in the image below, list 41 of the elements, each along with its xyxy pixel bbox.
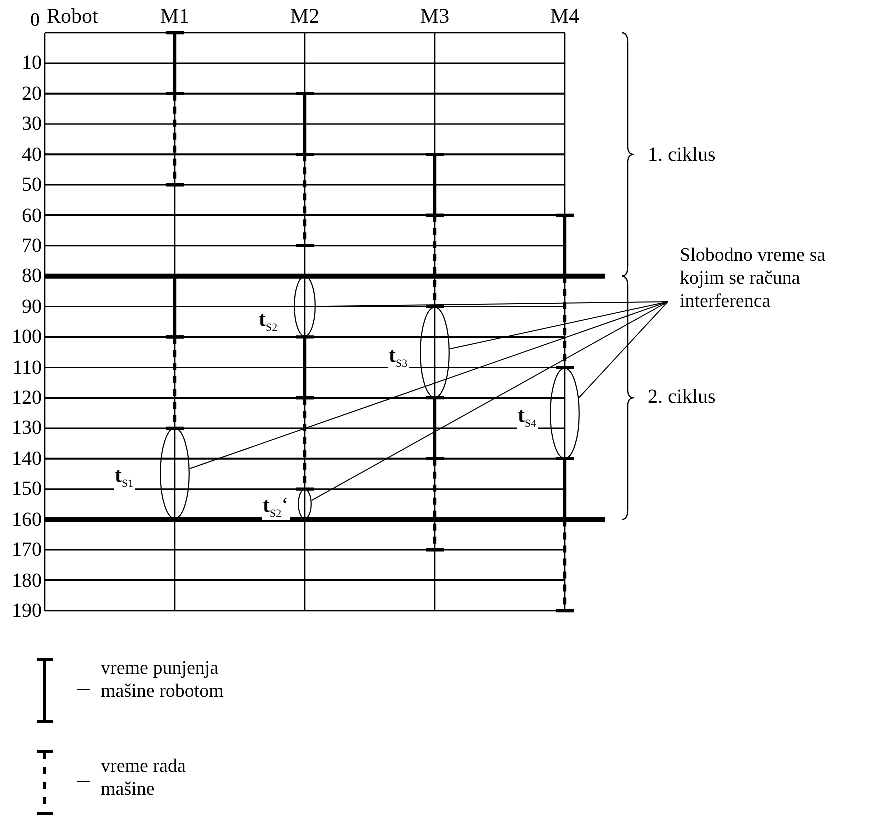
- leader-line: [311, 302, 668, 502]
- leader-line: [578, 302, 668, 398]
- time-tick-label: 180: [12, 570, 42, 591]
- time-tick-label: 130: [12, 418, 42, 438]
- time-tick-label: 70: [22, 236, 42, 256]
- free-time-ellipse: [420, 306, 450, 398]
- leader-line: [449, 302, 668, 350]
- time-tick-label: 160: [12, 510, 42, 530]
- callout-text: Slobodno vreme sa kojim se računa interferenca: [680, 245, 827, 314]
- time-tick-label: 30: [22, 114, 42, 134]
- free-time-ellipse: [550, 368, 580, 459]
- time-tick-label: 170: [12, 540, 42, 560]
- free-time-ellipse: [294, 276, 316, 338]
- leader-line: [189, 302, 668, 470]
- time-tick-label: 90: [22, 296, 42, 317]
- time-tick-label: 50: [22, 175, 42, 196]
- time-tick-label: 150: [12, 479, 42, 500]
- leader-line: [316, 302, 668, 308]
- time-tick-label: 190: [12, 600, 42, 621]
- time-tick-label: 0: [30, 11, 40, 30]
- free-time-ellipse: [298, 489, 312, 520]
- time-tick-label: 140: [12, 448, 42, 469]
- time-tick-label: 110: [12, 358, 42, 378]
- time-tick-label: 80: [22, 266, 42, 286]
- time-tick-label: 40: [22, 144, 42, 165]
- column-header: M2: [290, 6, 320, 27]
- free-time-label: t$_{S2}$‘: [262, 495, 290, 520]
- time-tick-label: 120: [12, 388, 42, 408]
- column-header: M1: [160, 6, 190, 27]
- column-header: Robot: [47, 6, 98, 27]
- legend-text: vreme punjenja mašine robotom: [101, 658, 225, 704]
- time-tick-label: 100: [12, 327, 42, 348]
- time-tick-label: 20: [22, 84, 42, 104]
- time-tick-label: 60: [22, 206, 42, 226]
- column-header: M3: [420, 6, 450, 27]
- column-header: M4: [550, 6, 580, 27]
- free-time-ellipse: [160, 428, 190, 520]
- cycle-label: 2. ciklus: [648, 387, 716, 407]
- cycle-label: 1. ciklus: [648, 145, 716, 165]
- time-tick-label: 10: [22, 53, 42, 74]
- legend-text: vreme rada mašine: [101, 756, 187, 802]
